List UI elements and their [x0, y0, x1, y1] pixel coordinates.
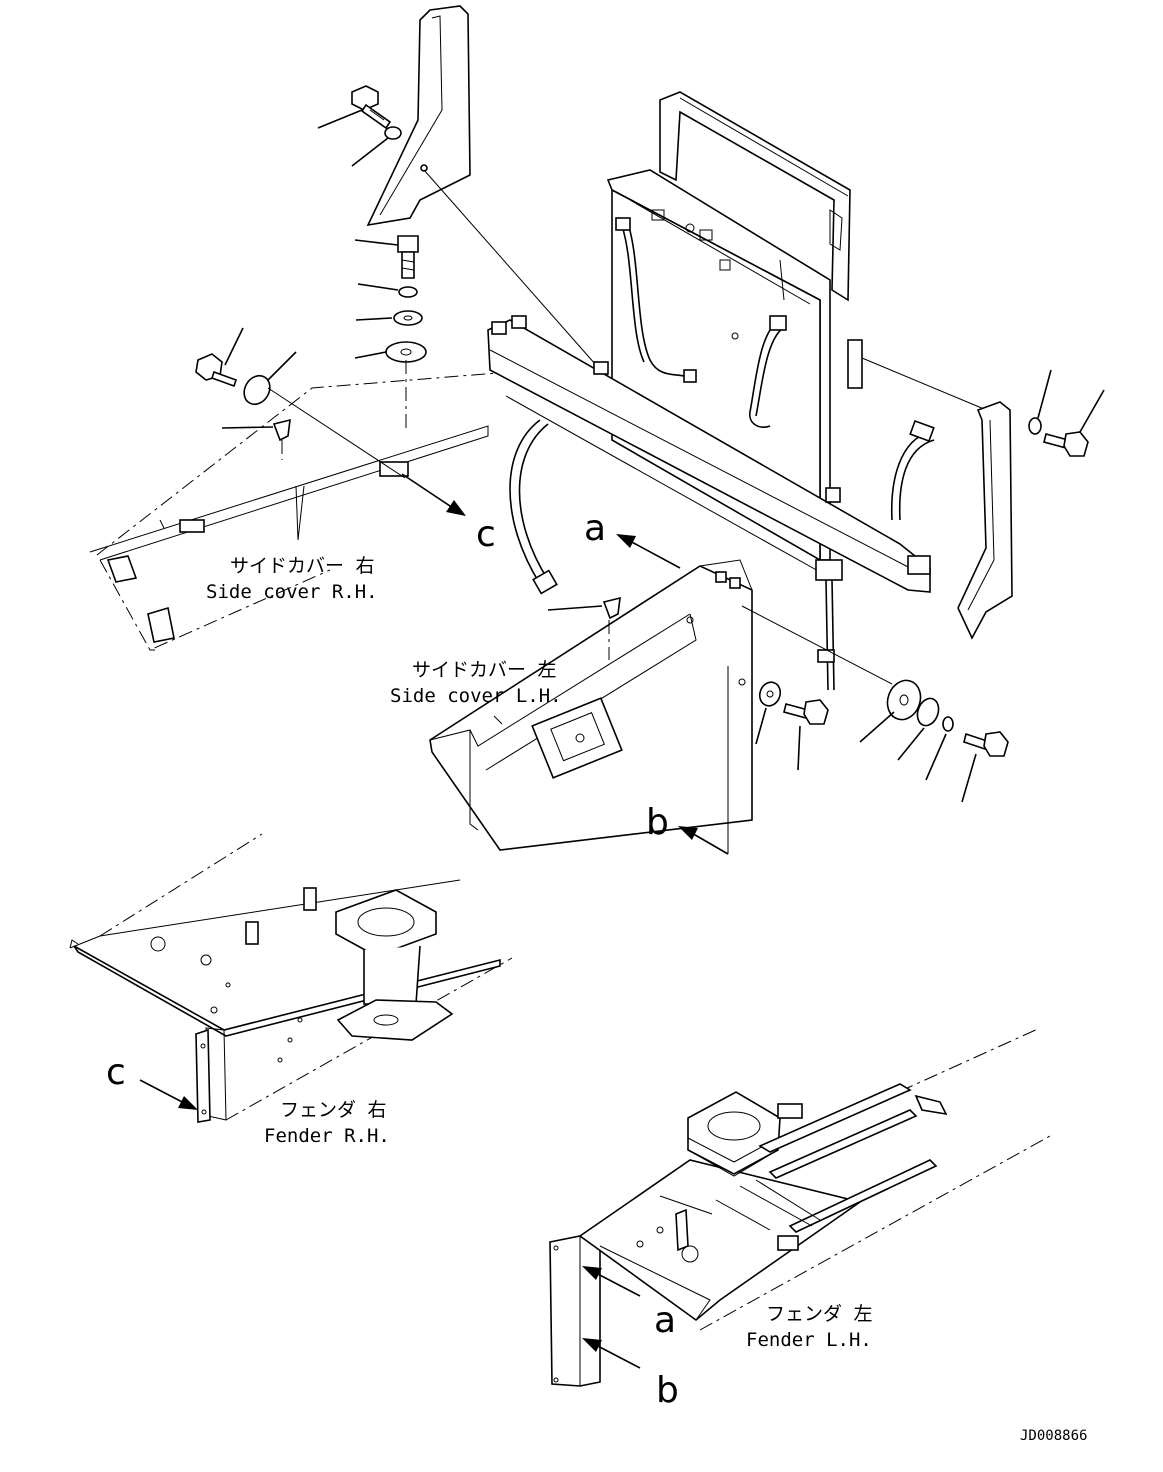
fender-rh-en: Fender R.H.	[264, 1125, 390, 1147]
rubber-plug-lh	[602, 596, 621, 620]
ref-c-upper: c	[476, 514, 496, 555]
arrow-c-upper	[401, 473, 466, 516]
washer-top-left	[384, 126, 402, 140]
washer-medium	[393, 310, 423, 326]
ref-c-lower: c	[106, 1052, 126, 1093]
bolt-lh-1	[783, 699, 829, 725]
fender-lh	[549, 1027, 1051, 1387]
bolt-top-left	[351, 85, 392, 130]
arrow-a-upper	[616, 534, 681, 569]
arrow-b-upper	[678, 826, 729, 855]
rh-upper-bracket	[366, 5, 471, 227]
arrow-c-lower	[139, 1079, 198, 1110]
frame-assembly	[487, 91, 935, 691]
fender-rh	[69, 833, 513, 1123]
side-cover-lh-jp: サイドカバー 左	[412, 659, 556, 681]
assembly-line-c	[267, 387, 406, 479]
side-cover-lh	[429, 559, 753, 851]
ref-b-lower: b	[656, 1370, 679, 1411]
washer-lh-4	[942, 716, 954, 732]
bolt-right	[1043, 431, 1089, 457]
side-cover-rh-en: Side cover R.H.	[206, 581, 378, 603]
leader-lines-lower-right	[755, 707, 977, 803]
ref-b-upper: b	[646, 802, 669, 843]
fender-lh-jp: フェンダ 左	[766, 1303, 872, 1325]
side-cover-rh-jp: サイドカバー 右	[230, 555, 374, 577]
ref-a-upper: a	[584, 508, 606, 549]
washer-lh-2	[886, 679, 922, 721]
side-cover-lh-en: Side cover L.H.	[390, 685, 562, 707]
washer-small	[398, 286, 418, 298]
drawing-code: JD008866	[1020, 1428, 1087, 1444]
side-cover-rh	[89, 371, 511, 651]
fender-rh-jp: フェンダ 右	[280, 1099, 386, 1121]
washer-lh-1	[758, 681, 782, 707]
ref-a-lower: a	[654, 1300, 676, 1341]
fender-lh-en: Fender L.H.	[746, 1329, 872, 1351]
lh-right-bracket	[957, 401, 1013, 640]
washer-lh-3	[916, 697, 940, 727]
washer-large	[385, 341, 427, 363]
arrow-b-lower	[582, 1338, 641, 1369]
rubber-plug-rh	[272, 418, 291, 442]
bolt-lh-2	[963, 731, 1009, 757]
arrow-a-lower	[582, 1266, 641, 1297]
washer-right	[1028, 417, 1042, 435]
bolt-vertical	[397, 235, 419, 279]
leader-lines-upper-left	[221, 109, 399, 429]
washer-left	[243, 374, 271, 406]
bolt-left	[195, 353, 238, 388]
